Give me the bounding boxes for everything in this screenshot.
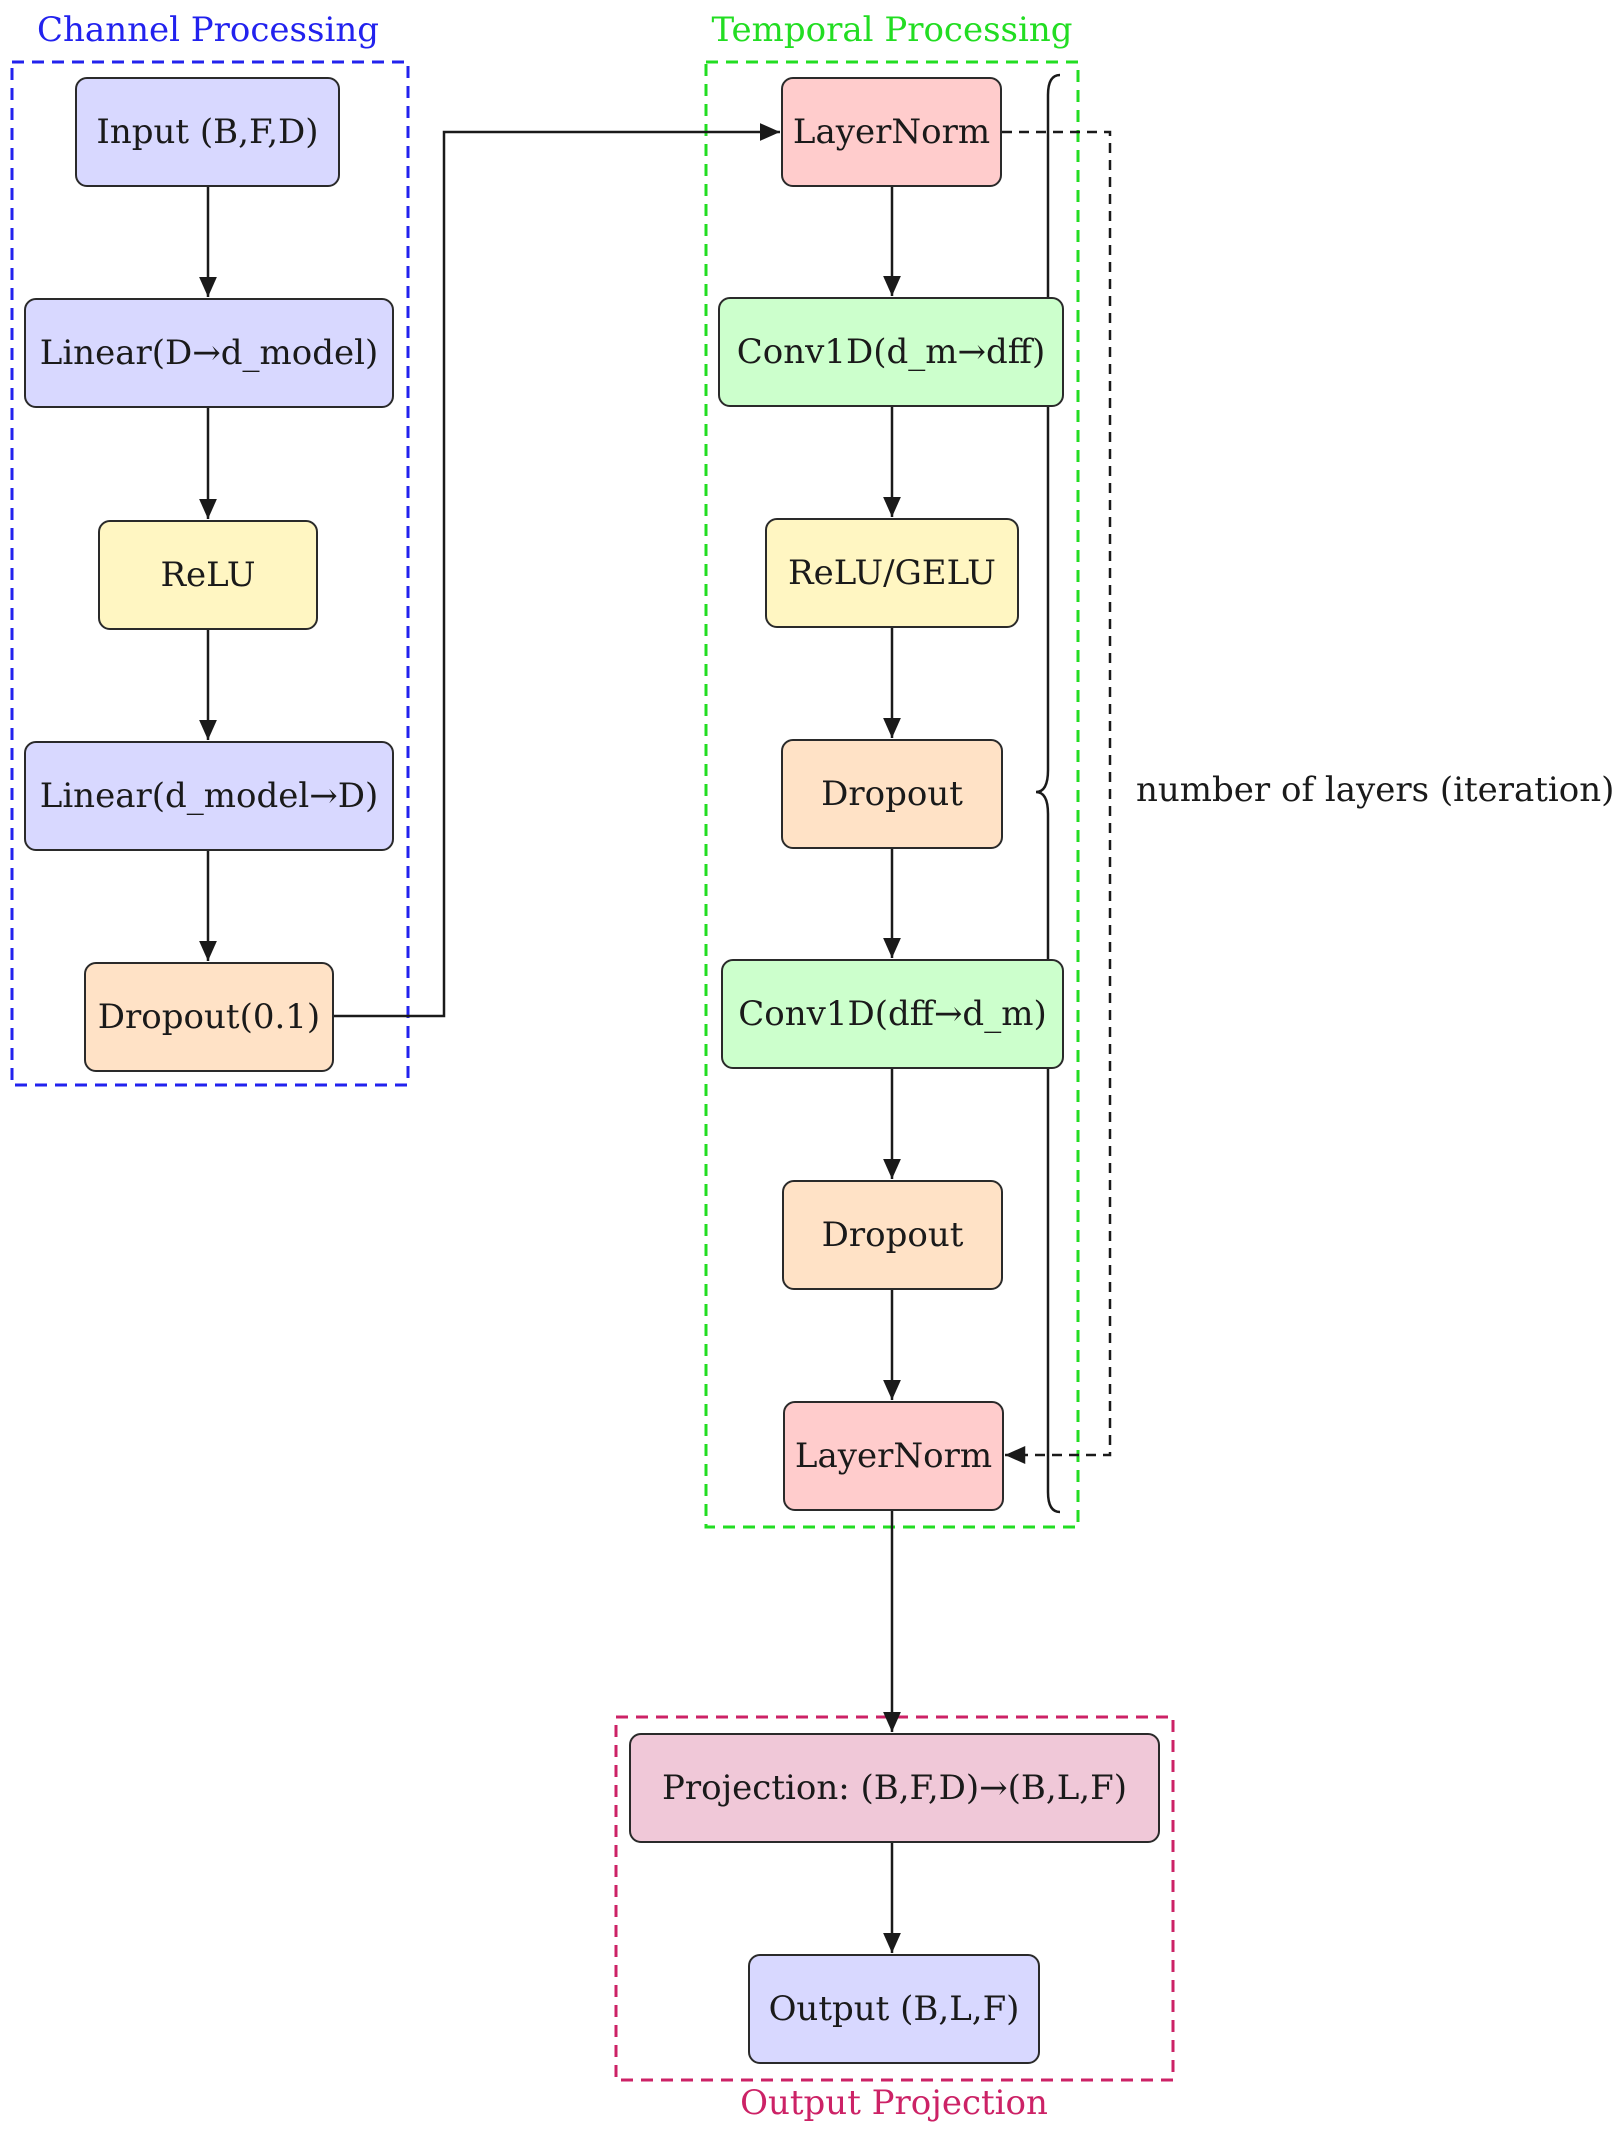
- output-node-output: Output (B,L,F): [748, 1954, 1040, 2064]
- temporal-node-dropout-2: Dropout: [782, 1180, 1003, 1290]
- arrow-channel-to-temporal: [334, 123, 780, 1018]
- channel-group-box: [10, 60, 410, 1087]
- layer-iteration-label: number of layers (iteration): [1136, 770, 1612, 810]
- output-node-projection: Projection: (B,F,D)→(B,L,F): [629, 1733, 1160, 1843]
- temporal-node-conv1d-expand: Conv1D(d_m→dff): [718, 297, 1064, 407]
- channel-group-title: Channel Processing: [37, 10, 379, 50]
- output-group-title: Output Projection: [740, 2083, 1048, 2123]
- channel-node-linear-expand: Linear(D→d_model): [24, 298, 394, 408]
- channel-node-input: Input (B,F,D): [75, 77, 340, 187]
- channel-node-relu: ReLU: [98, 520, 318, 630]
- temporal-node-layernorm-top: LayerNorm: [781, 77, 1002, 187]
- temporal-node-activation: ReLU/GELU: [765, 518, 1019, 628]
- channel-node-dropout: Dropout(0.1): [84, 962, 334, 1072]
- temporal-node-dropout-1: Dropout: [781, 739, 1003, 849]
- temporal-group-title: Temporal Processing: [711, 10, 1073, 50]
- temporal-node-layernorm-bottom: LayerNorm: [783, 1401, 1004, 1511]
- channel-node-linear-reduce: Linear(d_model→D): [24, 741, 394, 851]
- layer-iteration-brace: [1035, 73, 1061, 1514]
- temporal-node-conv1d-reduce: Conv1D(dff→d_m): [721, 959, 1064, 1069]
- residual-dashed-connection: [1002, 130, 1112, 1464]
